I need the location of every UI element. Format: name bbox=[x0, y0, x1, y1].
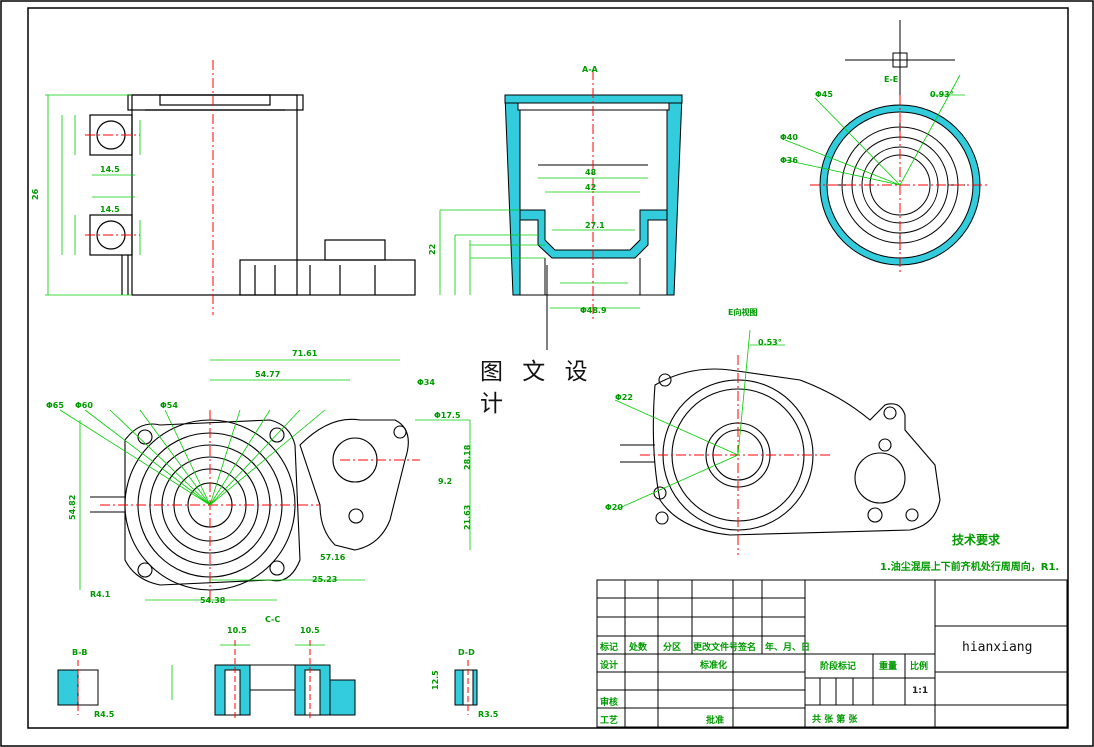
tb-scale-value: 1:1 bbox=[912, 686, 929, 696]
dim-phi-48-9: Φ48.9 bbox=[580, 306, 607, 315]
dim-14-5-b: 14.5 bbox=[100, 205, 120, 214]
dim-phi-60: Φ60 bbox=[75, 401, 93, 410]
dim-10-5-b: 10.5 bbox=[300, 626, 320, 635]
tb-standardization: 标准化 bbox=[700, 661, 728, 671]
dim-phi-45: Φ45 bbox=[815, 90, 833, 99]
dim-phi-65: Φ65 bbox=[46, 401, 64, 410]
dim-48: 48 bbox=[585, 168, 597, 177]
watermark: 图 文 设 计 bbox=[474, 356, 630, 417]
designer-name: hianxiang bbox=[962, 640, 1033, 655]
front-view bbox=[89, 94, 416, 296]
tb-header-sign: 签名 bbox=[738, 643, 757, 653]
label-section-cc: C-C bbox=[265, 615, 280, 624]
label-view-e: E向视图 bbox=[728, 307, 757, 317]
dim-27-1: 27.1 bbox=[585, 221, 605, 230]
label-view-ee: E-E bbox=[884, 75, 898, 84]
dim-phi-17-5: Φ17.5 bbox=[434, 411, 461, 420]
dim-phi-36: Φ36 bbox=[780, 156, 798, 165]
dim-21-63: 21.63 bbox=[463, 505, 472, 530]
tb-stage-mark: 阶段标记 bbox=[820, 662, 857, 672]
tb-approve: 批准 bbox=[706, 716, 725, 726]
dim-phi-20: Φ20 bbox=[605, 503, 623, 512]
dim-9-2: 9.2 bbox=[438, 477, 452, 486]
dim-25-23: 25.23 bbox=[312, 575, 337, 584]
label-section-bb: B-B bbox=[72, 648, 88, 657]
dim-0-53: 0.53° bbox=[758, 338, 782, 347]
label-section-aa: A-A bbox=[582, 65, 599, 74]
section-bb bbox=[57, 660, 99, 715]
dim-42: 42 bbox=[585, 183, 596, 192]
dim-12-5: 12.5 bbox=[431, 670, 440, 690]
dim-54-38: 54.38 bbox=[200, 596, 226, 605]
tb-sheets: 共 张 第 张 bbox=[812, 715, 858, 725]
dim-0-93: 0.93° bbox=[930, 90, 954, 99]
dim-10-5-a: 10.5 bbox=[227, 626, 247, 635]
dim-phi-22: Φ22 bbox=[615, 393, 633, 402]
dim-26: 26 bbox=[31, 188, 40, 200]
front-view-dims bbox=[45, 94, 141, 296]
dim-54-77: 54.77 bbox=[255, 370, 280, 379]
dim-71-61: 71.61 bbox=[292, 349, 318, 358]
tb-review: 审核 bbox=[600, 698, 619, 708]
label-section-dd: D-D bbox=[458, 648, 475, 657]
tb-header-mark: 标记 bbox=[600, 643, 619, 653]
title-block bbox=[596, 579, 1068, 728]
rear-view bbox=[614, 329, 941, 555]
tb-weight: 重量 bbox=[879, 662, 898, 672]
dim-phi-40: Φ40 bbox=[780, 133, 798, 142]
dim-14-5-a: 14.5 bbox=[100, 165, 120, 174]
dim-r4-5: R4.5 bbox=[94, 710, 115, 719]
tb-design: 设计 bbox=[600, 661, 619, 671]
front-view-centerlines bbox=[85, 60, 214, 315]
top-circular-view bbox=[784, 20, 990, 275]
plan-view bbox=[59, 359, 471, 601]
tb-header-zone: 分区 bbox=[663, 643, 682, 653]
dim-54-82: 54.82 bbox=[68, 495, 77, 520]
tb-process: 工艺 bbox=[600, 716, 619, 726]
tb-header-date: 年、月、日 bbox=[765, 643, 811, 653]
tb-scale-label: 比例 bbox=[910, 662, 929, 672]
section-dd bbox=[454, 660, 478, 715]
dim-22: 22 bbox=[428, 244, 437, 255]
section-aa bbox=[439, 70, 683, 350]
tb-header-count: 处数 bbox=[629, 643, 648, 653]
dim-57-16: 57.16 bbox=[320, 553, 346, 562]
tb-header-change: 更改文件号 bbox=[693, 643, 739, 653]
dim-phi-34: Φ34 bbox=[417, 378, 435, 387]
section-cc bbox=[171, 640, 356, 720]
drawing-frame bbox=[27, 7, 1069, 729]
dim-phi-54: Φ54 bbox=[160, 401, 178, 410]
dim-r3-5: R3.5 bbox=[478, 710, 499, 719]
technical-requirements-title: 技术要求 bbox=[952, 533, 1001, 547]
dim-28-18: 28.18 bbox=[463, 444, 472, 470]
technical-requirement-1: 1.油尘混层上下前齐机处行周周向，R1. bbox=[880, 562, 1060, 573]
dim-r4-1: R4.1 bbox=[90, 590, 111, 599]
